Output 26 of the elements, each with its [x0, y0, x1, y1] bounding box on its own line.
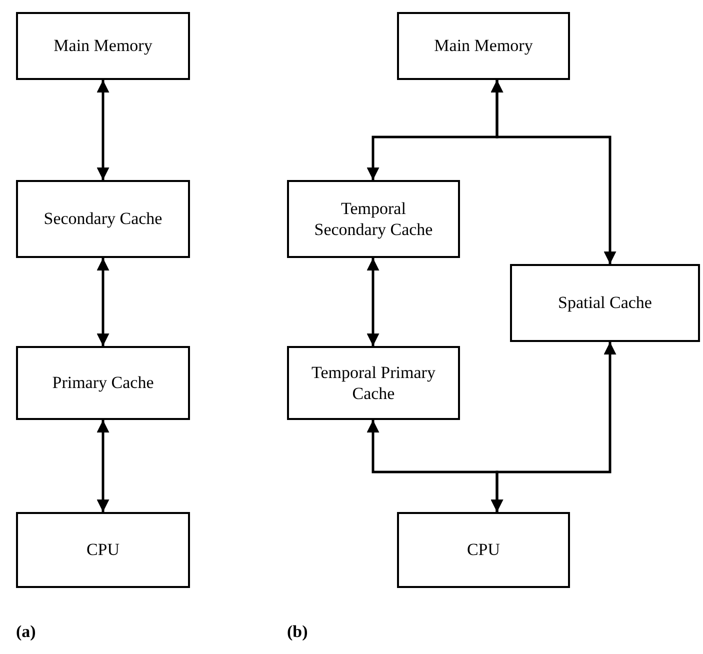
arrow — [490, 342, 616, 512]
box-label: Main Memory — [52, 35, 154, 57]
box-label: CPU — [466, 539, 502, 561]
arrow — [490, 80, 616, 264]
box-label: Primary Cache — [51, 372, 155, 394]
panel-label: (b) — [287, 622, 308, 642]
box-label: Temporal Primary Cache — [310, 362, 436, 404]
process-box — [16, 512, 190, 588]
process-box — [16, 12, 190, 80]
box-label: Main Memory — [433, 35, 534, 57]
box-label: Secondary Cache — [42, 208, 164, 230]
process-box — [397, 512, 570, 588]
box-label: Spatial Cache — [557, 292, 653, 314]
process-box — [287, 180, 460, 258]
box-label: CPU — [85, 539, 121, 561]
process-box — [287, 346, 460, 420]
process-box — [510, 264, 700, 342]
arrow — [96, 258, 110, 346]
process-box — [16, 180, 190, 258]
arrow — [366, 258, 380, 346]
process-box — [397, 12, 570, 80]
arrow — [96, 80, 110, 180]
process-box — [16, 346, 190, 420]
panel-label: (a) — [16, 622, 36, 642]
box-label: Temporal Secondary Cache — [313, 198, 434, 240]
arrow — [96, 420, 110, 512]
